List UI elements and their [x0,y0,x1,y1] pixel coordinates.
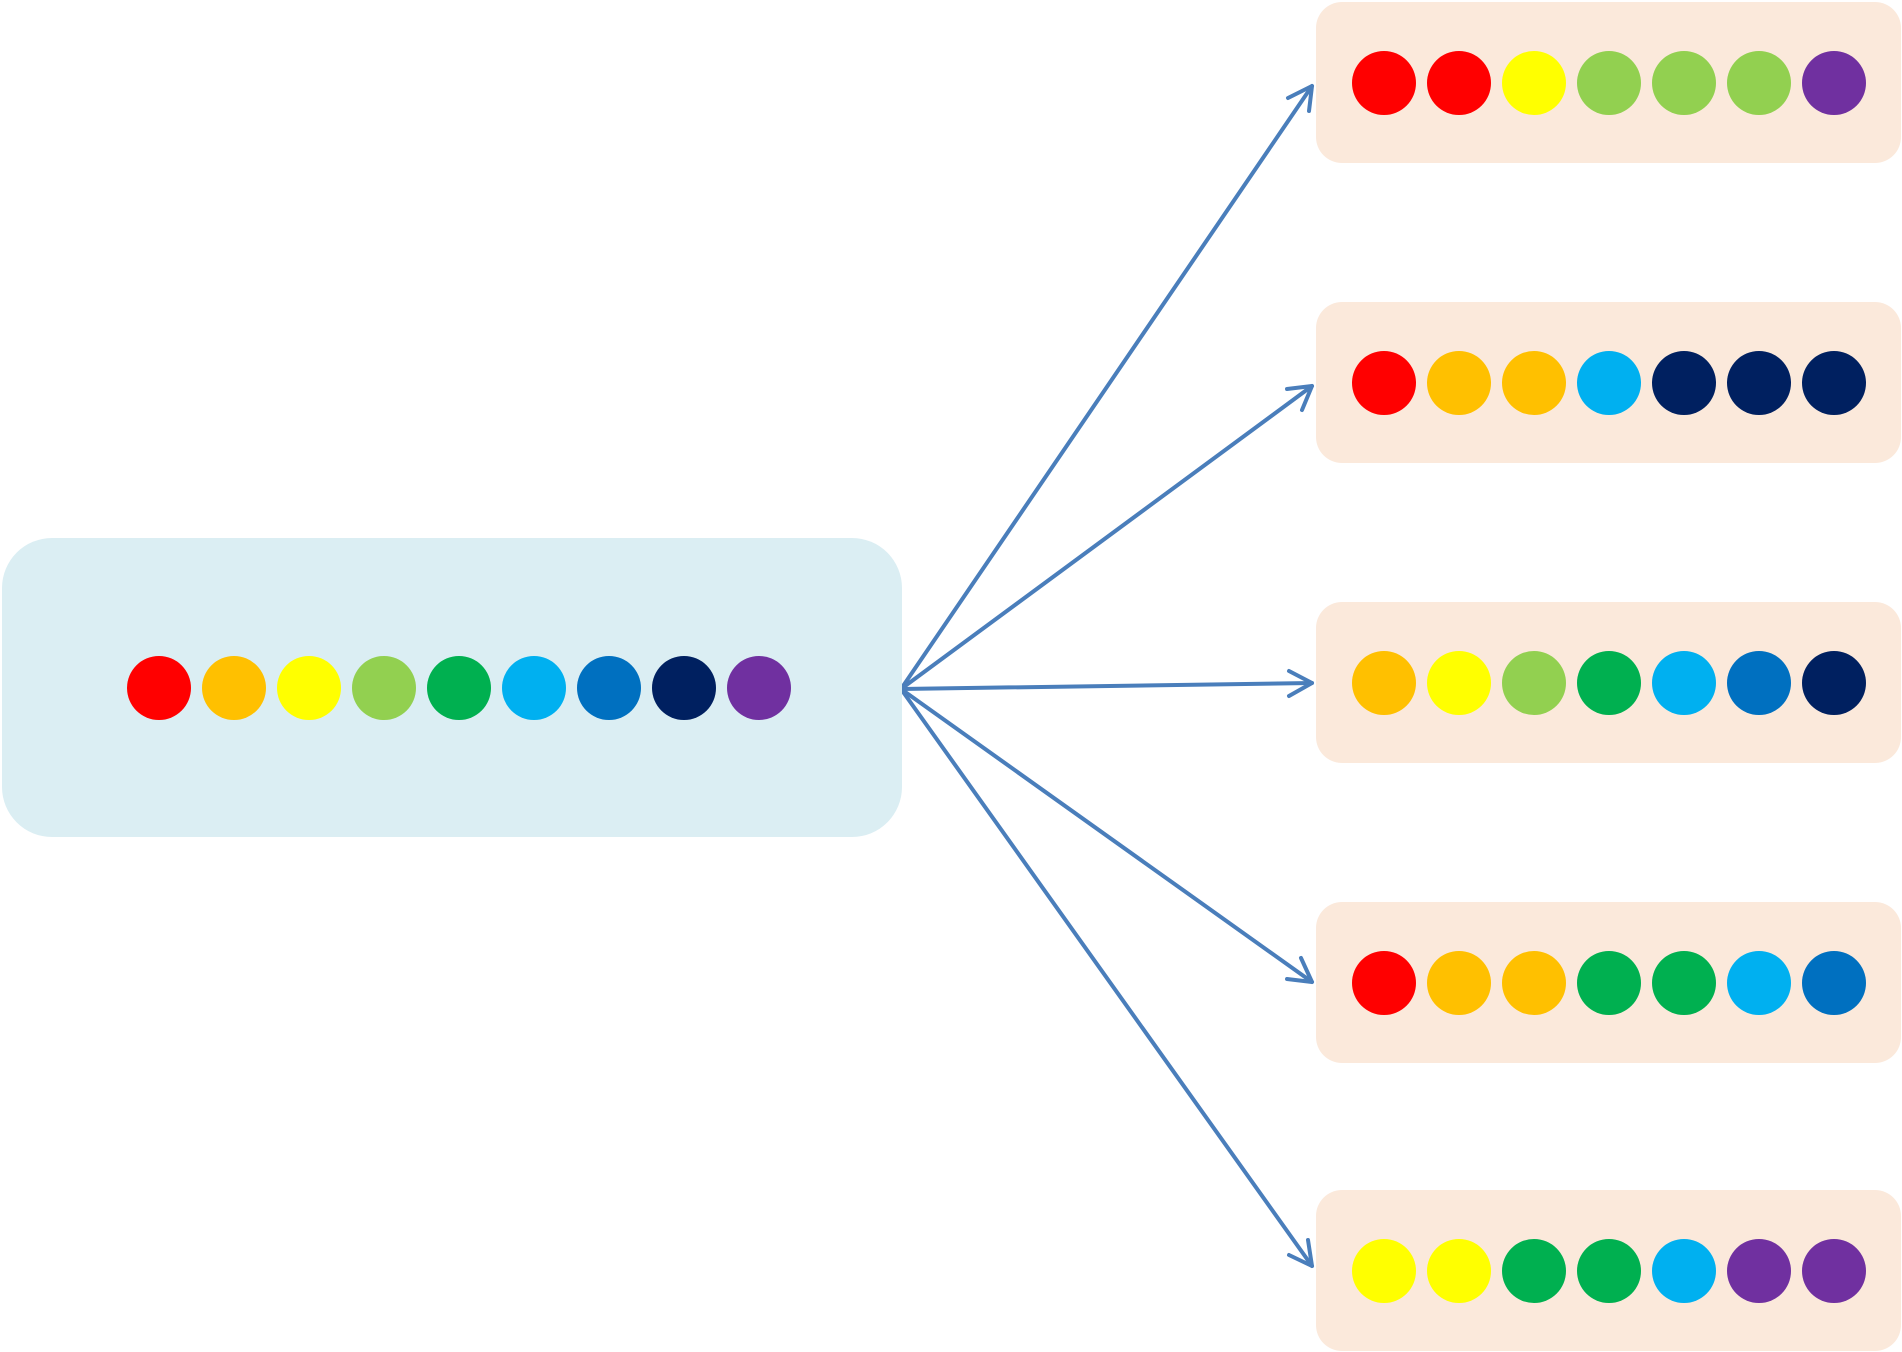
colored-dot [1652,1238,1716,1303]
colored-dot [1727,650,1791,715]
colored-dot [427,655,491,720]
colored-dot [1502,950,1566,1015]
sample-dot-row [1352,1190,1866,1351]
colored-dot [502,655,566,720]
colored-dot [1577,350,1641,415]
arrow-to-sample-4 [899,687,1314,984]
sample-box [1316,1190,1901,1351]
arrow-to-sample-3 [899,669,1314,698]
colored-dot [1577,650,1641,715]
colored-dot [1427,650,1491,715]
colored-dot [1727,1238,1791,1303]
colored-dot [1502,350,1566,415]
colored-dot [1352,950,1416,1015]
colored-dot [1352,50,1416,115]
colored-dot [1727,950,1791,1015]
sample-box [1316,602,1901,763]
colored-dot [1577,50,1641,115]
colored-dot [1352,350,1416,415]
colored-dot [1427,50,1491,115]
colored-dot [1427,1238,1491,1303]
sample-box [1316,302,1901,463]
colored-dot [127,655,191,720]
colored-dot [1652,650,1716,715]
source-population-box [2,538,902,837]
colored-dot [1352,650,1416,715]
arrow-to-sample-1 [899,84,1314,691]
colored-dot [1802,1238,1866,1303]
colored-dot [577,655,641,720]
colored-dot [1502,1238,1566,1303]
arrow-to-sample-5 [899,687,1314,1268]
colored-dot [1502,650,1566,715]
colored-dot [1502,50,1566,115]
colored-dot [1577,1238,1641,1303]
sample-dot-row [1352,2,1866,163]
colored-dot [1352,1238,1416,1303]
colored-dot [727,655,791,720]
colored-dot [1727,350,1791,415]
colored-dot [652,655,716,720]
colored-dot [1652,350,1716,415]
colored-dot [1427,350,1491,415]
colored-dot [1802,950,1866,1015]
sample-dot-row [1352,302,1866,463]
sample-box [1316,2,1901,163]
arrow-to-sample-2 [899,384,1314,691]
colored-dot [1727,50,1791,115]
colored-dot [202,655,266,720]
sample-box [1316,902,1901,1063]
colored-dot [352,655,416,720]
colored-dot [1577,950,1641,1015]
colored-dot [277,655,341,720]
colored-dot [1802,50,1866,115]
colored-dot [1802,350,1866,415]
source-dot-row [127,538,791,837]
colored-dot [1802,650,1866,715]
sample-dot-row [1352,602,1866,763]
colored-dot [1427,950,1491,1015]
sample-dot-row [1352,902,1866,1063]
colored-dot [1652,50,1716,115]
colored-dot [1652,950,1716,1015]
